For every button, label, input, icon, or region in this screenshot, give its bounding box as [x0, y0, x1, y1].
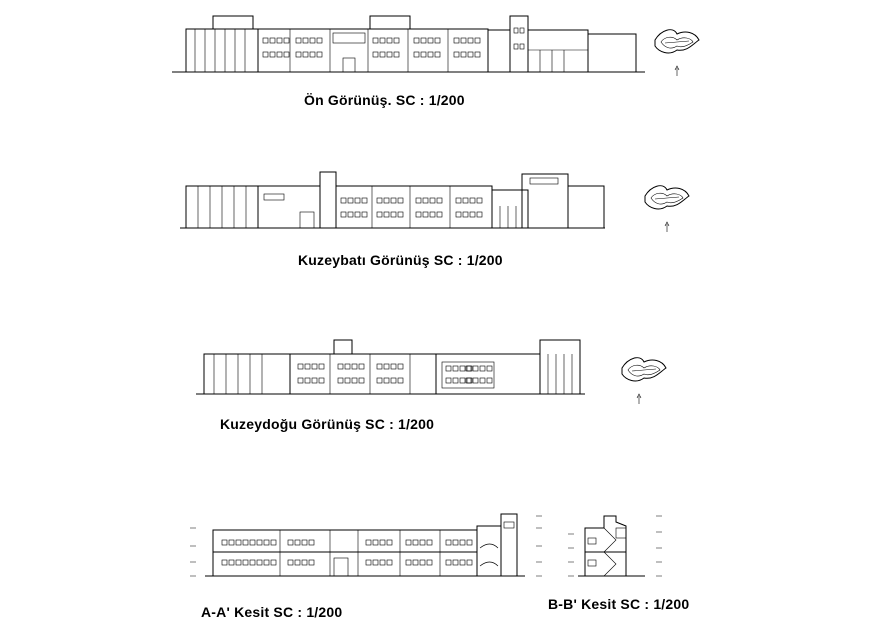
section-aa [190, 513, 542, 577]
northeast-elevation [196, 339, 667, 404]
caption-section-bb: B-B' Kesit SC : 1/200 [548, 596, 690, 612]
caption-section-aa: A-A' Kesit SC : 1/200 [201, 604, 343, 620]
northwest-elevation [180, 171, 690, 232]
caption-northeast: Kuzeydoğu Görünüş SC : 1/200 [220, 416, 435, 432]
front-elevation [172, 15, 700, 76]
caption-front: Ön Görünüş. SC : 1/200 [304, 92, 465, 108]
caption-northwest: Kuzeybatı Görünüş SC : 1/200 [298, 252, 503, 268]
section-bb [568, 515, 662, 577]
